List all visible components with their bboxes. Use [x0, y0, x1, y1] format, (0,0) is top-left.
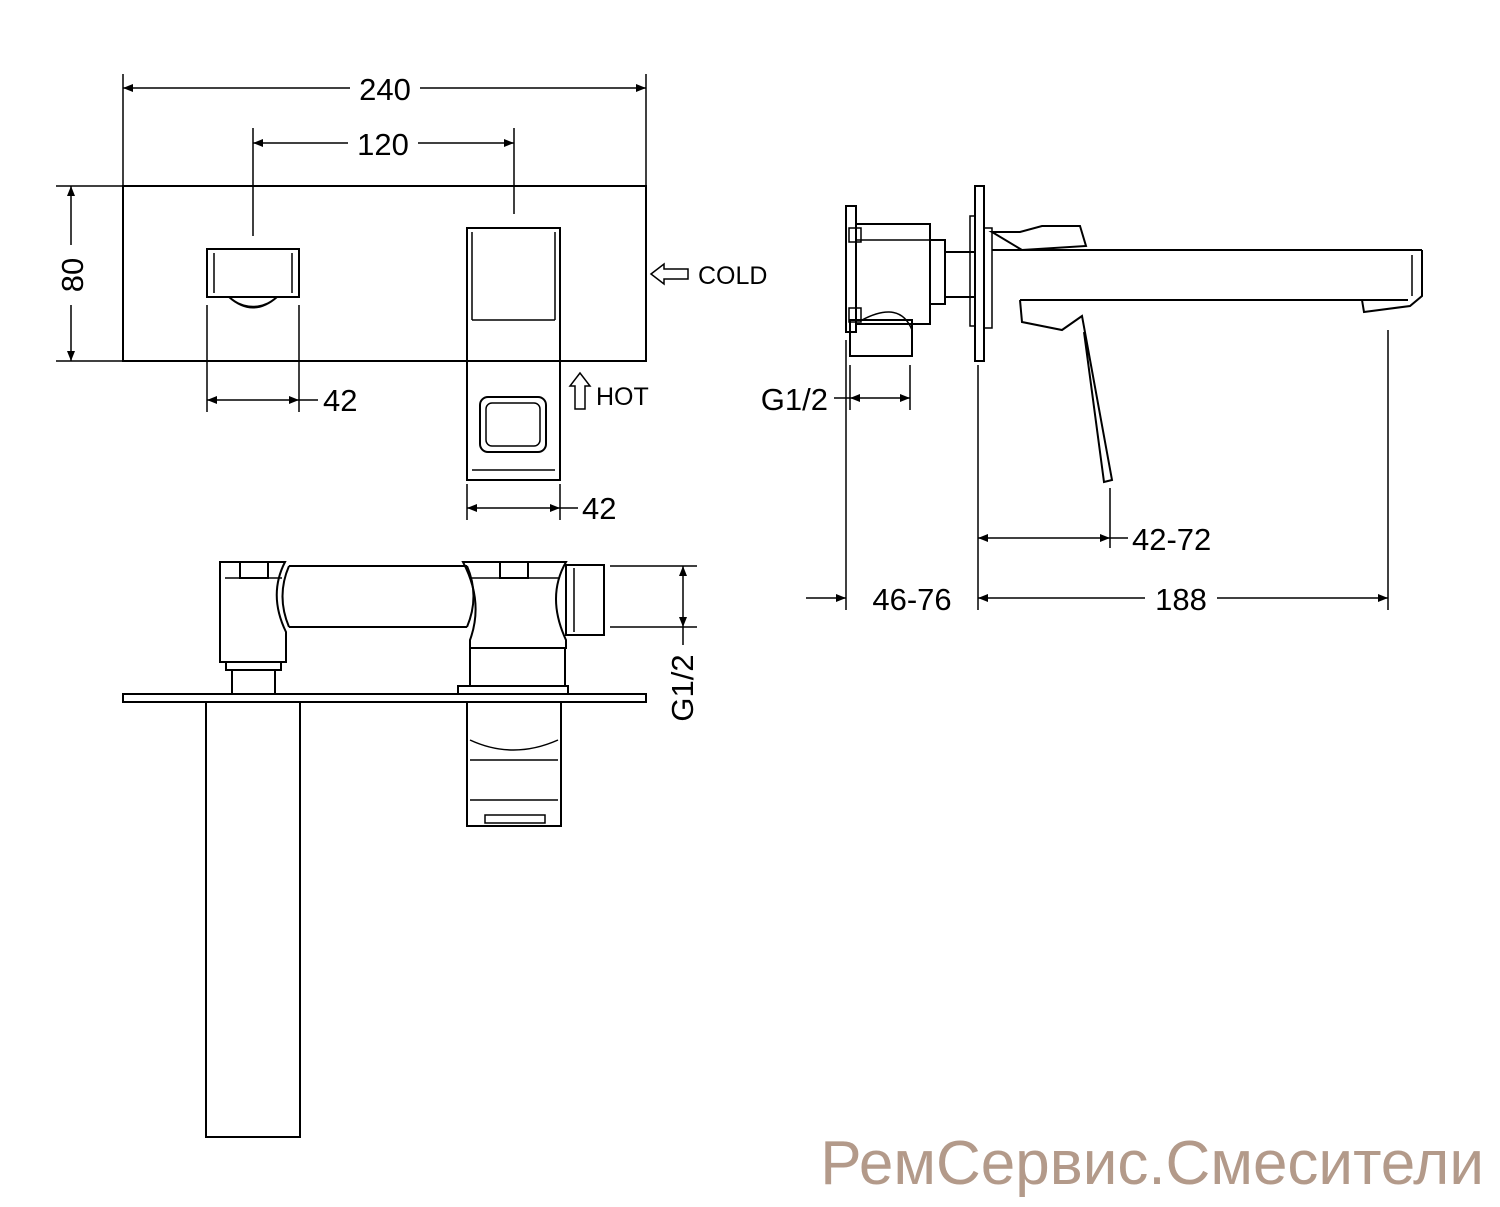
dimension-handle-spacing: 120: [252, 127, 515, 236]
dimension-spout-width: 42: [206, 305, 357, 418]
top-view: [122, 561, 647, 1138]
mixer-handle: [466, 227, 561, 481]
hot-label: HOT: [596, 383, 649, 411]
dim-240-text: 240: [359, 72, 411, 107]
arrow-left-icon: [649, 262, 689, 286]
side-view: [845, 185, 1423, 484]
dimension-handle-width: 42: [466, 484, 616, 526]
dimension-overall-width: 240: [122, 72, 647, 186]
dim-g12-side-text: G1/2: [665, 654, 700, 721]
arrow-up-icon: [568, 371, 592, 410]
cold-label-group: COLD: [649, 262, 767, 290]
dim-42-handle-text: 42: [582, 491, 616, 526]
spout-outlet: [206, 248, 300, 309]
front-view: [122, 185, 647, 481]
dim-188-text: 188: [1155, 582, 1207, 617]
dim-46-76-text: 46-76: [872, 582, 951, 617]
dim-80-text: 80: [55, 258, 90, 292]
dimension-thread-top: G1/2: [761, 365, 911, 417]
watermark-text: РемСервис.Смесители: [820, 1129, 1484, 1198]
dim-g12-top-text: G1/2: [761, 382, 828, 417]
dimension-thread-side: G1/2: [610, 565, 700, 722]
dimension-plate-height: 80: [55, 185, 123, 362]
dim-120-text: 120: [357, 127, 409, 162]
dimension-handle-projection: 42-72: [977, 365, 1211, 610]
dimension-wall-depth: 46-76: [806, 340, 952, 617]
dimension-spout-projection: 188: [978, 330, 1389, 617]
dim-42-72-text: 42-72: [1132, 522, 1211, 557]
cold-label: COLD: [698, 262, 767, 290]
dim-42-spout-text: 42: [323, 383, 357, 418]
hot-label-group: HOT: [568, 371, 649, 411]
